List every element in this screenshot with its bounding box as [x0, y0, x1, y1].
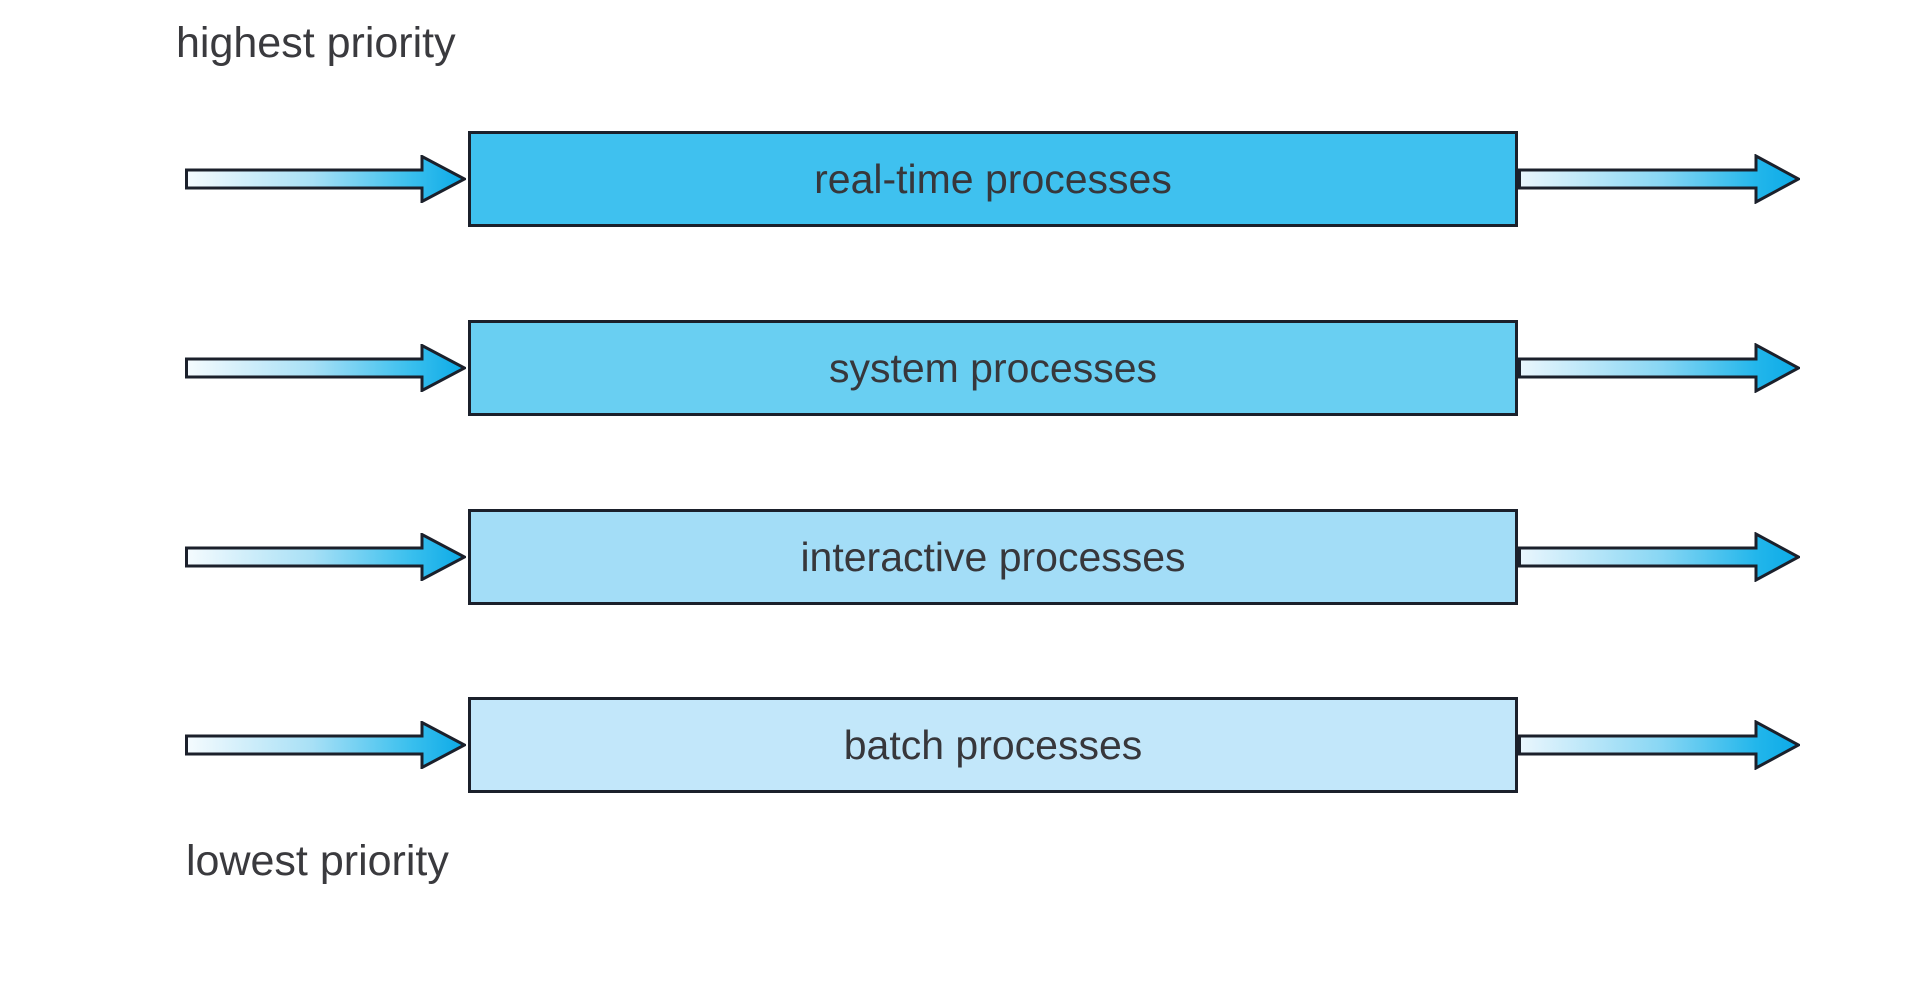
- queue-row: batch processes: [185, 697, 1800, 793]
- queue-label: interactive processes: [800, 533, 1186, 580]
- queue-row: system processes: [185, 320, 1800, 416]
- queue-label: batch processes: [843, 721, 1143, 768]
- incoming-right-arrow-icon: [185, 155, 466, 203]
- incoming-right-arrow-icon: [185, 533, 466, 581]
- incoming-right-arrow-icon: [185, 721, 466, 769]
- queue-box: batch processes: [468, 697, 1518, 793]
- highest-priority-label: highest priority: [176, 19, 456, 67]
- outgoing-right-arrow-icon: [1518, 343, 1800, 393]
- queue-row: interactive processes: [185, 509, 1800, 605]
- queue-label: real-time processes: [814, 155, 1172, 202]
- queue-label: system processes: [828, 344, 1158, 391]
- outgoing-right-arrow-icon: [1518, 154, 1800, 204]
- queue-box: real-time processes: [468, 131, 1518, 227]
- outgoing-right-arrow-icon: [1518, 720, 1800, 770]
- queue-box: system processes: [468, 320, 1518, 416]
- incoming-right-arrow-icon: [185, 344, 466, 392]
- lowest-priority-label: lowest priority: [186, 837, 449, 885]
- queue-row: real-time processes: [185, 131, 1800, 227]
- queue-box: interactive processes: [468, 509, 1518, 605]
- outgoing-right-arrow-icon: [1518, 532, 1800, 582]
